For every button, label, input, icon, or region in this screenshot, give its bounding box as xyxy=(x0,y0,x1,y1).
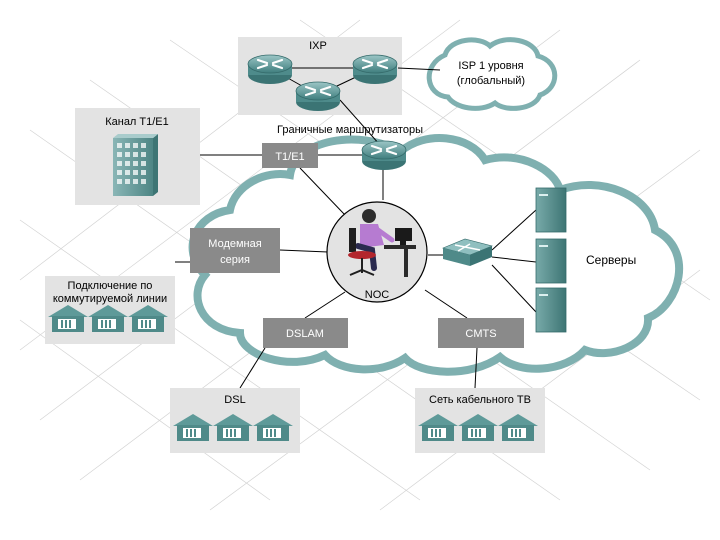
cmts-label: CMTS xyxy=(465,328,496,340)
ixp-router-right-icon xyxy=(351,53,399,86)
ixp-router-bottom-icon xyxy=(294,80,342,113)
modem-series-label-line1: Модемная xyxy=(208,238,261,250)
office-building-icon xyxy=(113,134,158,196)
server-1-icon xyxy=(535,187,567,233)
noc-node: NOC xyxy=(326,201,428,303)
ixp-label: IXP xyxy=(309,40,327,52)
ixp-router-left-icon xyxy=(246,53,294,86)
dsl-label: DSL xyxy=(224,394,245,406)
t1-channel-label: Канал T1/E1 xyxy=(105,116,169,128)
cmts-box xyxy=(438,318,524,348)
isp-tier1-label-line1: ISP 1 уровня xyxy=(458,60,523,72)
dialup-label-line1: Подключение по xyxy=(68,280,153,292)
switch-icon xyxy=(442,238,493,266)
isp-tier1-label-line2: (глобальный) xyxy=(457,75,525,87)
cable-tv-label: Сеть кабельного ТВ xyxy=(429,394,531,406)
dslam-box xyxy=(263,318,348,348)
dslam-label: DSLAM xyxy=(286,328,324,340)
t1-e1-box-label: T1/E1 xyxy=(275,151,304,163)
noc-operator-icon xyxy=(348,209,416,277)
server-2-icon xyxy=(535,238,567,284)
modem-series-box xyxy=(190,228,280,273)
server-3-icon xyxy=(535,287,567,333)
servers-label: Серверы xyxy=(586,253,636,267)
t1-e1-box xyxy=(262,143,318,168)
border-router-icon xyxy=(360,139,408,172)
modem-series-label-line2: серия xyxy=(220,254,250,266)
noc-label: NOC xyxy=(365,289,390,301)
dialup-label-line2: коммутируемой линии xyxy=(53,293,167,305)
isp-tier1-cloud xyxy=(426,37,558,111)
border-routers-label: Граничные маршрутизаторы xyxy=(277,124,423,136)
